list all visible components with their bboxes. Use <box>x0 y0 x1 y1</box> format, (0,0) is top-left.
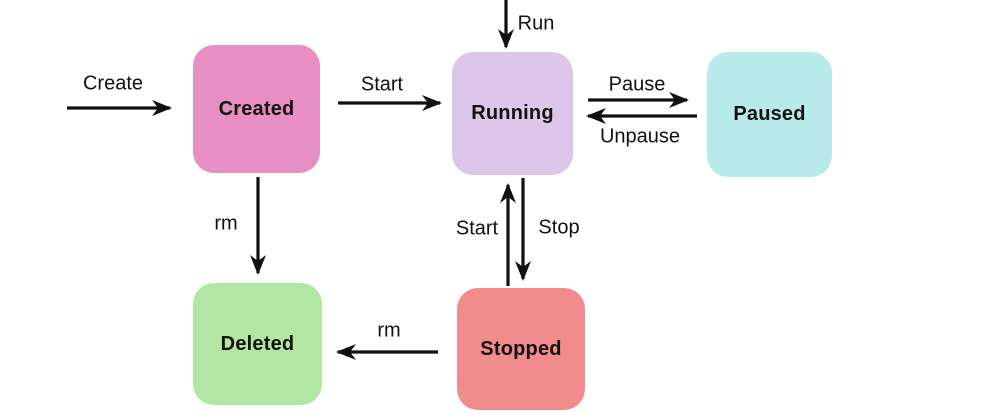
node-paused-label: Paused <box>733 103 806 125</box>
edge-label-rm-created-deleted: rm <box>214 212 238 235</box>
edge-label-pause: Pause <box>608 73 666 96</box>
edge-label-stop: Stop <box>538 216 580 239</box>
node-running-label: Running <box>471 102 554 124</box>
node-deleted-label: Deleted <box>220 332 295 355</box>
edge-label-unpause: Unpause <box>599 125 681 148</box>
node-deleted: Deleted <box>193 283 322 405</box>
node-running: Running <box>452 52 573 175</box>
edge-label-rm-stopped-deleted: rm <box>377 319 401 342</box>
node-stopped-label: Stopped <box>480 337 562 360</box>
edge-label-create: Create <box>82 72 144 95</box>
node-created-label: Created <box>218 97 295 120</box>
edge-label-run: Run <box>517 12 555 35</box>
edge-label-start-stopped-running: Start <box>455 217 499 240</box>
node-stopped: Stopped <box>457 288 585 410</box>
node-created: Created <box>193 45 320 173</box>
edge-label-start-created-running: Start <box>360 73 404 96</box>
node-paused: Paused <box>707 52 832 177</box>
